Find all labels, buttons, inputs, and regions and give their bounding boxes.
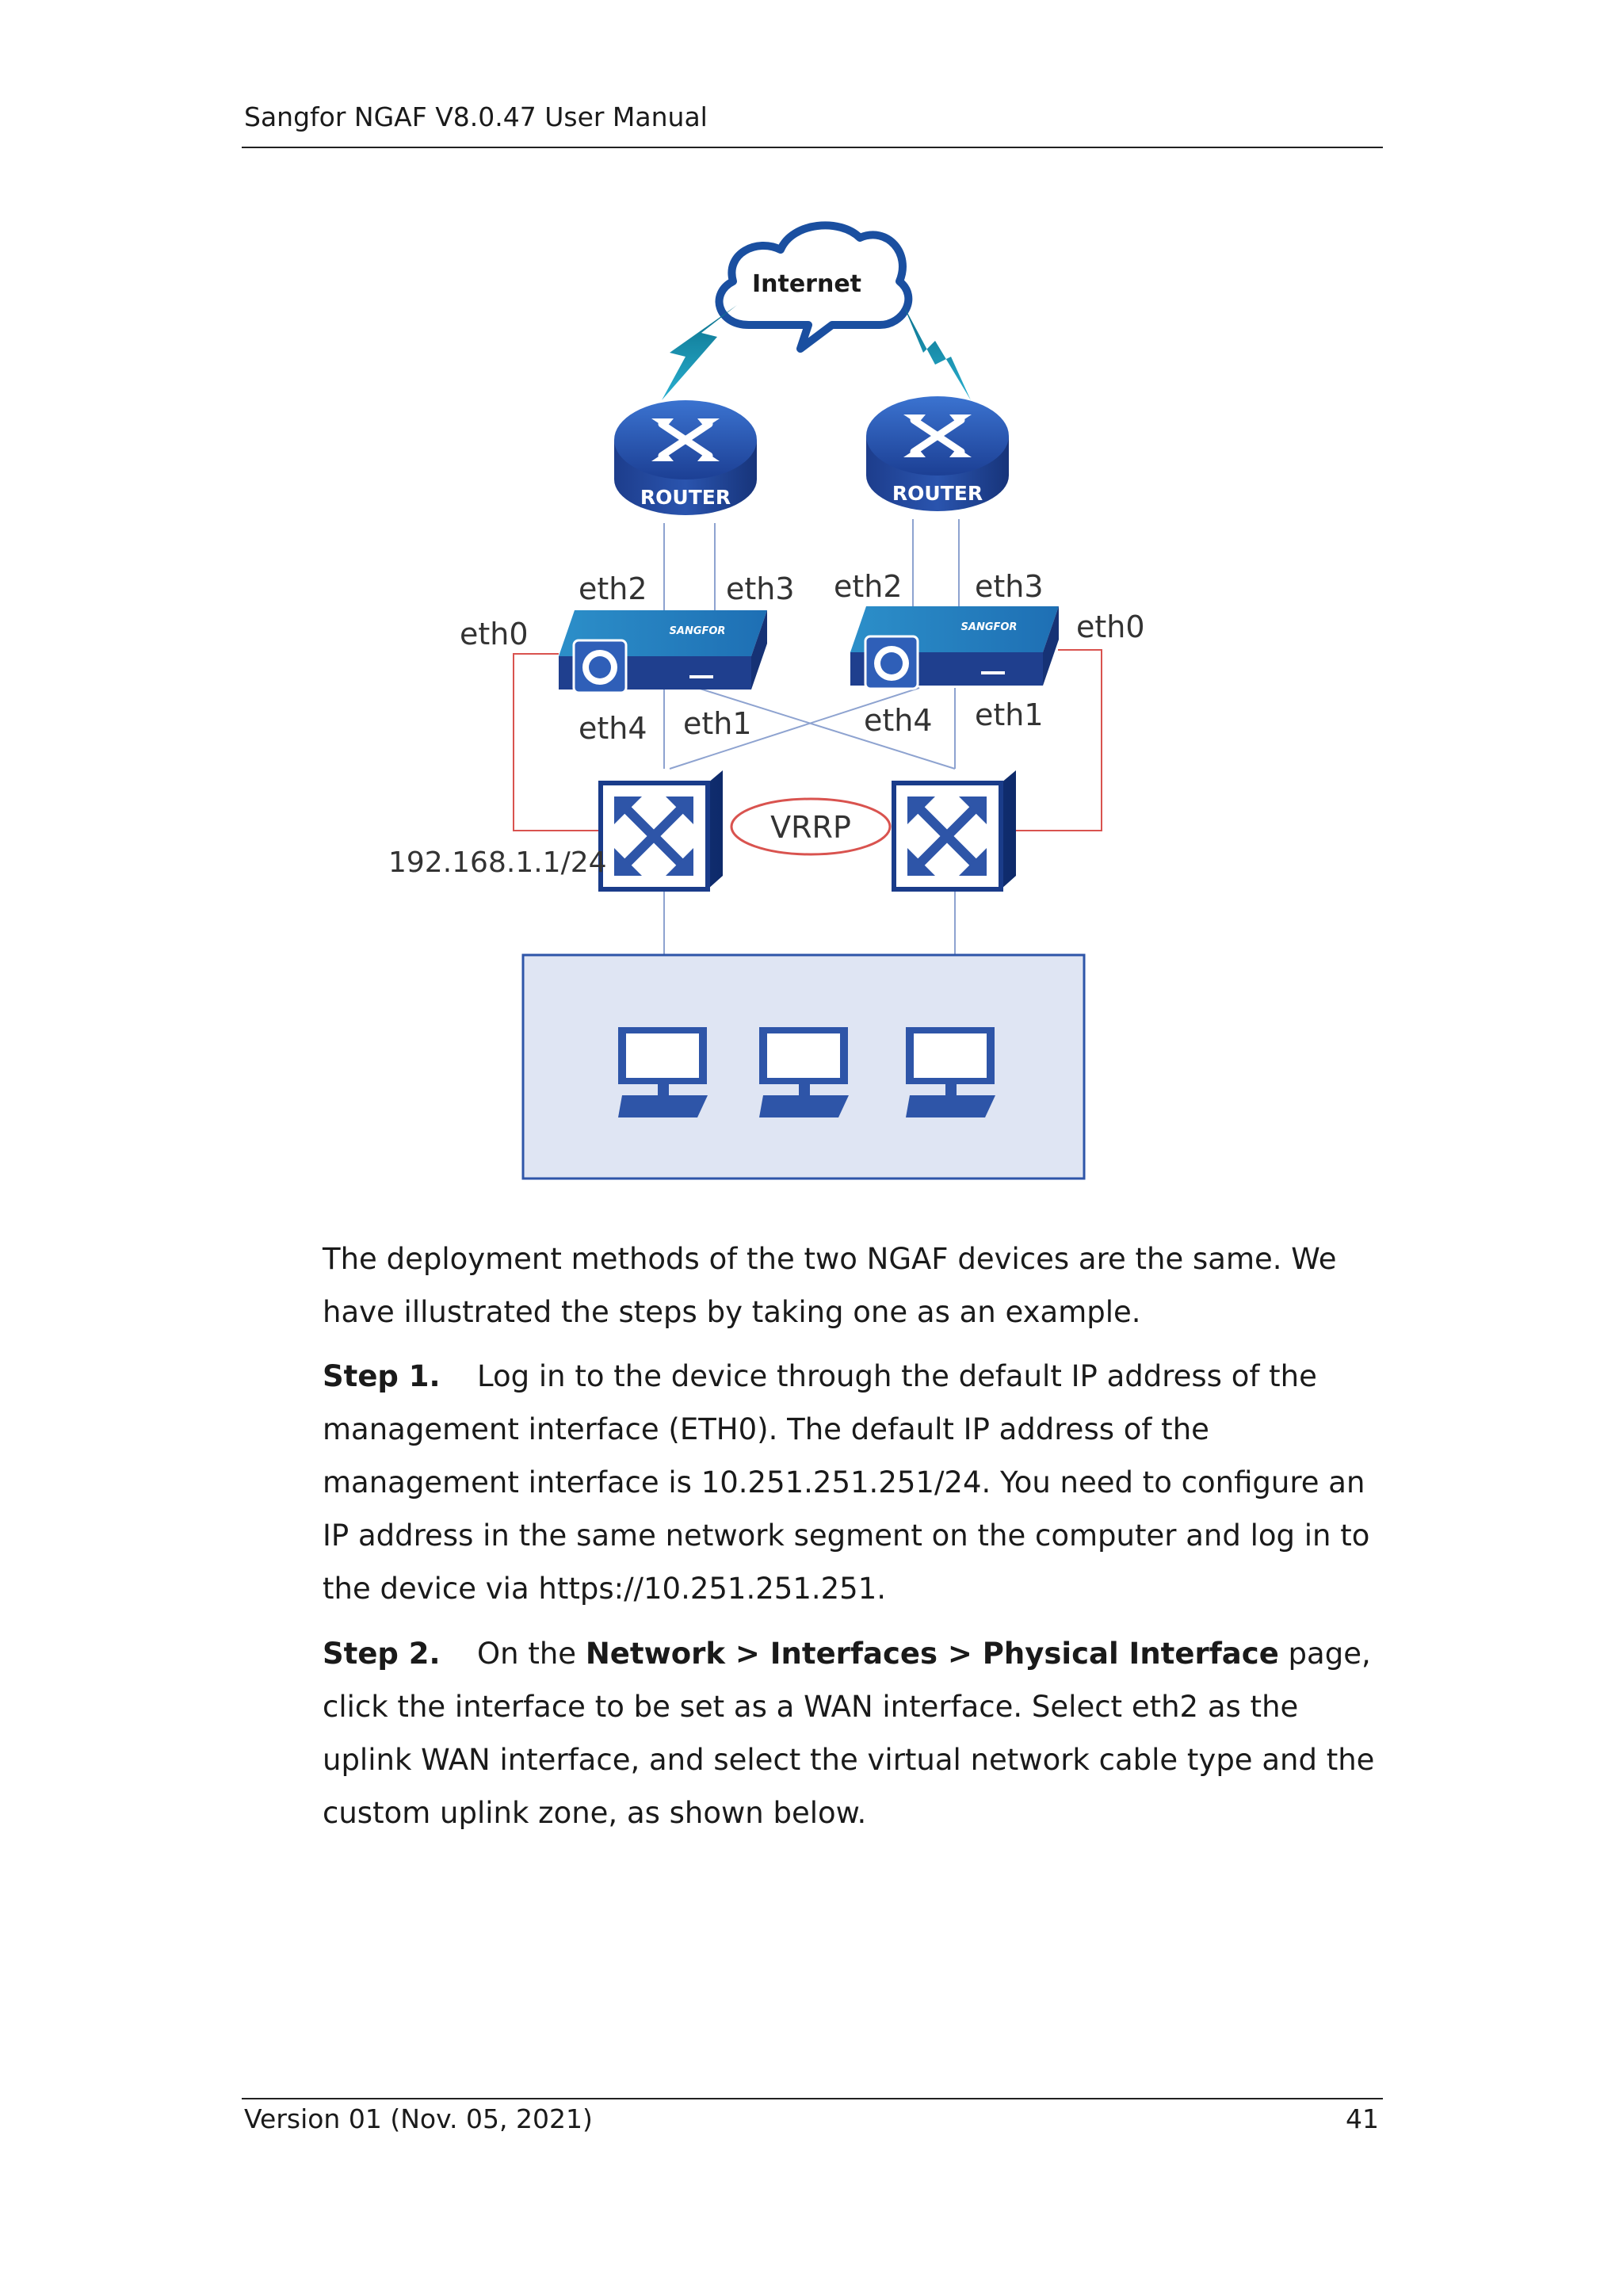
step-1-label: Step 1. xyxy=(323,1359,441,1393)
computer-icon xyxy=(759,1027,849,1117)
port-label-eth2-right: eth2 xyxy=(834,569,903,604)
port-label-eth1-right: eth1 xyxy=(975,697,1044,732)
internet-label: Internet xyxy=(752,270,861,298)
switch-left xyxy=(598,770,723,892)
vrrp-indicator: VRRP xyxy=(730,797,892,856)
vrrp-label: VRRP xyxy=(770,810,851,845)
footer-divider xyxy=(242,2098,1383,2099)
computer-icon xyxy=(906,1027,995,1117)
gateway-ip-label: 192.168.1.1/24 xyxy=(388,846,607,879)
page-number: 41 xyxy=(1346,2103,1379,2134)
port-label-eth0-right: eth0 xyxy=(1076,609,1145,644)
footer-version: Version 01 (Nov. 05, 2021) xyxy=(244,2103,593,2134)
port-label-eth2-left: eth2 xyxy=(579,571,647,606)
firewall-right: SANGFOR xyxy=(850,606,1059,690)
step-1: Step 1.Log in to the device through the … xyxy=(323,1350,1388,1615)
network-topology-diagram: Internet ROUTER ROUTER xyxy=(388,221,1145,1180)
lightning-bolt-right xyxy=(903,305,971,400)
port-label-eth3-left: eth3 xyxy=(726,571,795,606)
firewall-switch-links xyxy=(663,687,956,770)
step-2-suffix: page, click the interface to be set as a… xyxy=(323,1637,1375,1830)
router-firewall-links xyxy=(663,519,960,614)
router-left: ROUTER xyxy=(614,400,757,515)
management-links xyxy=(513,649,1102,831)
firewall-brand: SANGFOR xyxy=(670,625,726,637)
port-label-eth4-left: eth4 xyxy=(579,711,647,746)
firewall-left: SANGFOR xyxy=(559,610,767,694)
port-label-eth3-right: eth3 xyxy=(975,569,1044,604)
switch-right xyxy=(892,770,1016,892)
intro-paragraph: The deployment methods of the two NGAF d… xyxy=(323,1242,1337,1329)
switch-lan-links xyxy=(663,892,956,955)
router-label: ROUTER xyxy=(892,482,983,505)
computer-icon xyxy=(618,1027,708,1117)
step-2: Step 2. On the Network > Interfaces > Phy… xyxy=(323,1627,1388,1839)
port-label-eth1-left: eth1 xyxy=(683,706,752,741)
page-header-title: Sangfor NGAF V8.0.47 User Manual xyxy=(244,101,708,132)
port-label-eth4-right: eth4 xyxy=(864,703,933,738)
header-divider xyxy=(242,147,1383,148)
menu-path: Network > Interfaces > Physical Interfac… xyxy=(585,1637,1279,1671)
step-1-text: Log in to the device through the default… xyxy=(323,1359,1370,1606)
port-label-eth0-left: eth0 xyxy=(460,617,529,651)
lightning-bolt-left xyxy=(662,305,737,400)
router-label: ROUTER xyxy=(640,486,731,509)
step-2-prefix: On the xyxy=(477,1637,586,1671)
router-right: ROUTER xyxy=(866,396,1009,511)
firewall-brand: SANGFOR xyxy=(961,621,1018,633)
step-2-label: Step 2. xyxy=(323,1637,441,1671)
internet-cloud: Internet xyxy=(715,221,913,353)
